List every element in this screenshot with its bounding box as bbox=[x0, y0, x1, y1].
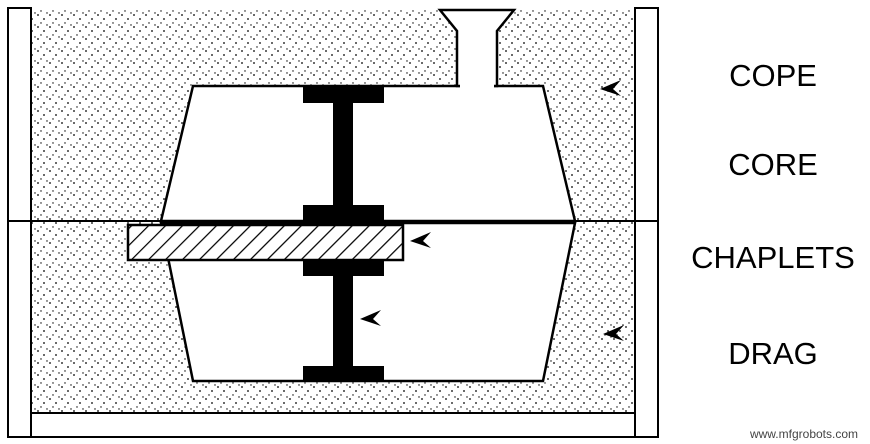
arrow-chaplets bbox=[360, 310, 381, 326]
flask-left-wall bbox=[7, 7, 32, 438]
label-core: CORE bbox=[728, 147, 818, 182]
label-cope: COPE bbox=[729, 58, 817, 93]
core-bar bbox=[126, 223, 405, 262]
label-drag: DRAG bbox=[728, 336, 818, 371]
pouring-basin bbox=[437, 8, 517, 88]
label-chaplets: CHAPLETS bbox=[691, 240, 855, 275]
chaplet-lower bbox=[303, 260, 384, 382]
mold-cavity-drag bbox=[159, 221, 577, 383]
mold-cavity-cope bbox=[159, 84, 577, 223]
arrow-cope bbox=[600, 80, 621, 96]
flask-bottom-board bbox=[30, 412, 636, 438]
arrow-core bbox=[410, 232, 431, 248]
arrow-drag bbox=[603, 325, 624, 341]
flask-right-wall bbox=[634, 7, 659, 438]
watermark: www.mfgrobots.com bbox=[749, 427, 858, 441]
chaplet-upper bbox=[303, 86, 384, 222]
